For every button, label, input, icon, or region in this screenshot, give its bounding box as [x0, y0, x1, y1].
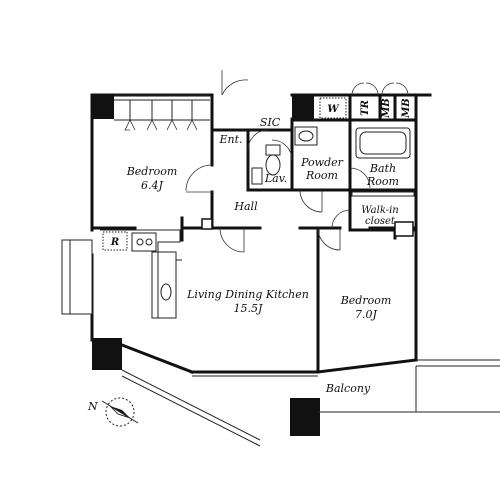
pillar	[92, 338, 122, 370]
meter-box-label-2: MB	[401, 98, 412, 119]
pillar	[292, 95, 314, 119]
room-labels: Bedroom 6.4J Ent. SIC W TR MB MB Lav. Po…	[110, 98, 412, 395]
balcony-outline	[121, 359, 500, 447]
bath-room-label-line2: Room	[366, 175, 399, 188]
ldk-size: 15.5J	[234, 302, 263, 315]
windows	[61, 94, 318, 377]
trunk-room-label: TR	[360, 100, 371, 116]
compass-north-label: N	[87, 400, 98, 413]
pillar	[290, 398, 320, 436]
ldk-name: Living Dining Kitchen	[186, 288, 309, 301]
bedroom2-name: Bedroom	[340, 294, 392, 307]
bedroom2-size: 7.0J	[355, 308, 377, 321]
bedroom1-name: Bedroom	[126, 165, 178, 178]
entrance-label: Ent.	[218, 133, 242, 146]
powder-room-label-line2: Room	[305, 169, 338, 182]
closet-doors	[114, 100, 210, 131]
bath-room-label-line1: Bath	[369, 162, 396, 175]
refrigerator-label: R	[110, 237, 119, 248]
washer-label: W	[327, 104, 340, 115]
powder-room-label-line1: Powder	[300, 156, 344, 169]
pillar	[92, 95, 114, 119]
hall-label: Hall	[233, 200, 258, 213]
door-swings	[185, 70, 409, 253]
fixtures	[100, 97, 415, 319]
lavatory-label: Lav.	[264, 172, 287, 185]
sic-label: SIC	[260, 116, 281, 129]
walk-in-closet-label-line1: Walk-in	[361, 205, 398, 216]
meter-box-label-1: MB	[381, 98, 392, 119]
balcony-label: Balcony	[325, 382, 371, 395]
walk-in-closet-label-line2: closet	[365, 216, 396, 227]
compass	[101, 397, 139, 427]
bedroom1-size: 6.4J	[141, 179, 163, 192]
